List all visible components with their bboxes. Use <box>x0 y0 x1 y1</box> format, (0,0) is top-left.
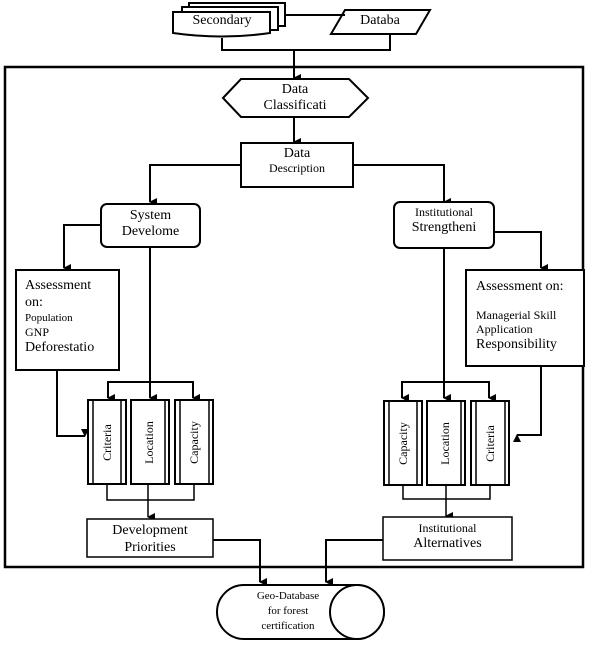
left-assessment-heading-1: Assessment <box>25 278 92 293</box>
development-priorities-line-1: Development <box>112 523 188 538</box>
right-factor-location-shape <box>426 400 466 486</box>
left-factor-location: Location <box>141 420 156 464</box>
development-priorities-shape <box>86 518 214 558</box>
system-development-line-1: System <box>129 208 172 223</box>
geo-database-line-1: Geo-Database <box>256 590 320 602</box>
left-assessment-shape <box>15 269 120 371</box>
development-priorities-label: Development Priorities <box>87 522 213 556</box>
right-assessment-item: Managerial Skill <box>476 308 557 322</box>
left-assessment-item: GNP <box>25 325 50 339</box>
right-factor-criteria: Criteria <box>483 424 497 462</box>
left-factor-capacity: Capacity <box>187 420 201 464</box>
left-assessment-item: Deforestatio <box>25 340 95 355</box>
geo-database-line-2: for forest <box>267 605 309 617</box>
description-line-1: Data <box>283 146 311 161</box>
institutional-alternatives-line-2: Alternatives <box>413 535 482 551</box>
left-factor-location-shape <box>130 399 170 485</box>
classification-line-2: Classificati <box>263 98 327 114</box>
right-assessment-shape <box>465 269 585 367</box>
right-factor-location: Location <box>437 421 452 465</box>
geo-database-line-3: certification <box>261 620 315 632</box>
left-factor-criteria-shape <box>87 399 127 485</box>
right-factor-capacity: Capacity <box>395 421 410 465</box>
institutional-alternatives-line-1: Institutional <box>418 521 477 535</box>
left-assessment-heading-2: on: <box>25 295 43 310</box>
secondary-label: Secondary <box>192 13 252 28</box>
secondary-doc-shape <box>172 11 271 38</box>
geo-database-label: Geo-Database for forest certification <box>238 589 338 634</box>
database-label: Databa <box>360 13 400 28</box>
system-development-label: System Develome <box>101 208 200 240</box>
database-shape <box>329 9 432 35</box>
right-assessment-label: Assessment on: Managerial Skill Applicat… <box>476 278 582 354</box>
left-assessment-item: Population <box>25 312 73 324</box>
left-assessment-label: Assessment on: Population GNP Deforestat… <box>25 277 117 357</box>
institutional-strengthening-line-1: Institutional <box>415 205 473 219</box>
system-development-line-2: Develome <box>121 224 180 240</box>
description-line-2: Description <box>269 161 325 176</box>
development-priorities-line-2: Priorities <box>124 540 176 555</box>
right-assessment-heading: Assessment on: <box>476 279 564 294</box>
classification-label: Data Classificati <box>238 82 352 114</box>
institutional-strengthening-line-2: Strengtheni <box>411 219 477 235</box>
institutional-alternatives-shape <box>382 516 513 561</box>
right-assessment-item: Responsibility <box>476 337 557 352</box>
right-factor-criteria-shape <box>470 400 510 486</box>
institutional-alternatives-label: Institutional Alternatives <box>383 521 512 552</box>
right-assessment-item: Application <box>476 322 533 336</box>
institutional-strengthening-label: Institutional Strengtheni <box>394 205 494 236</box>
description-label: Data Description <box>241 146 353 176</box>
classification-line-1: Data <box>281 82 309 97</box>
left-factor-criteria: Criteria <box>99 423 114 461</box>
classification-shape <box>221 78 370 118</box>
